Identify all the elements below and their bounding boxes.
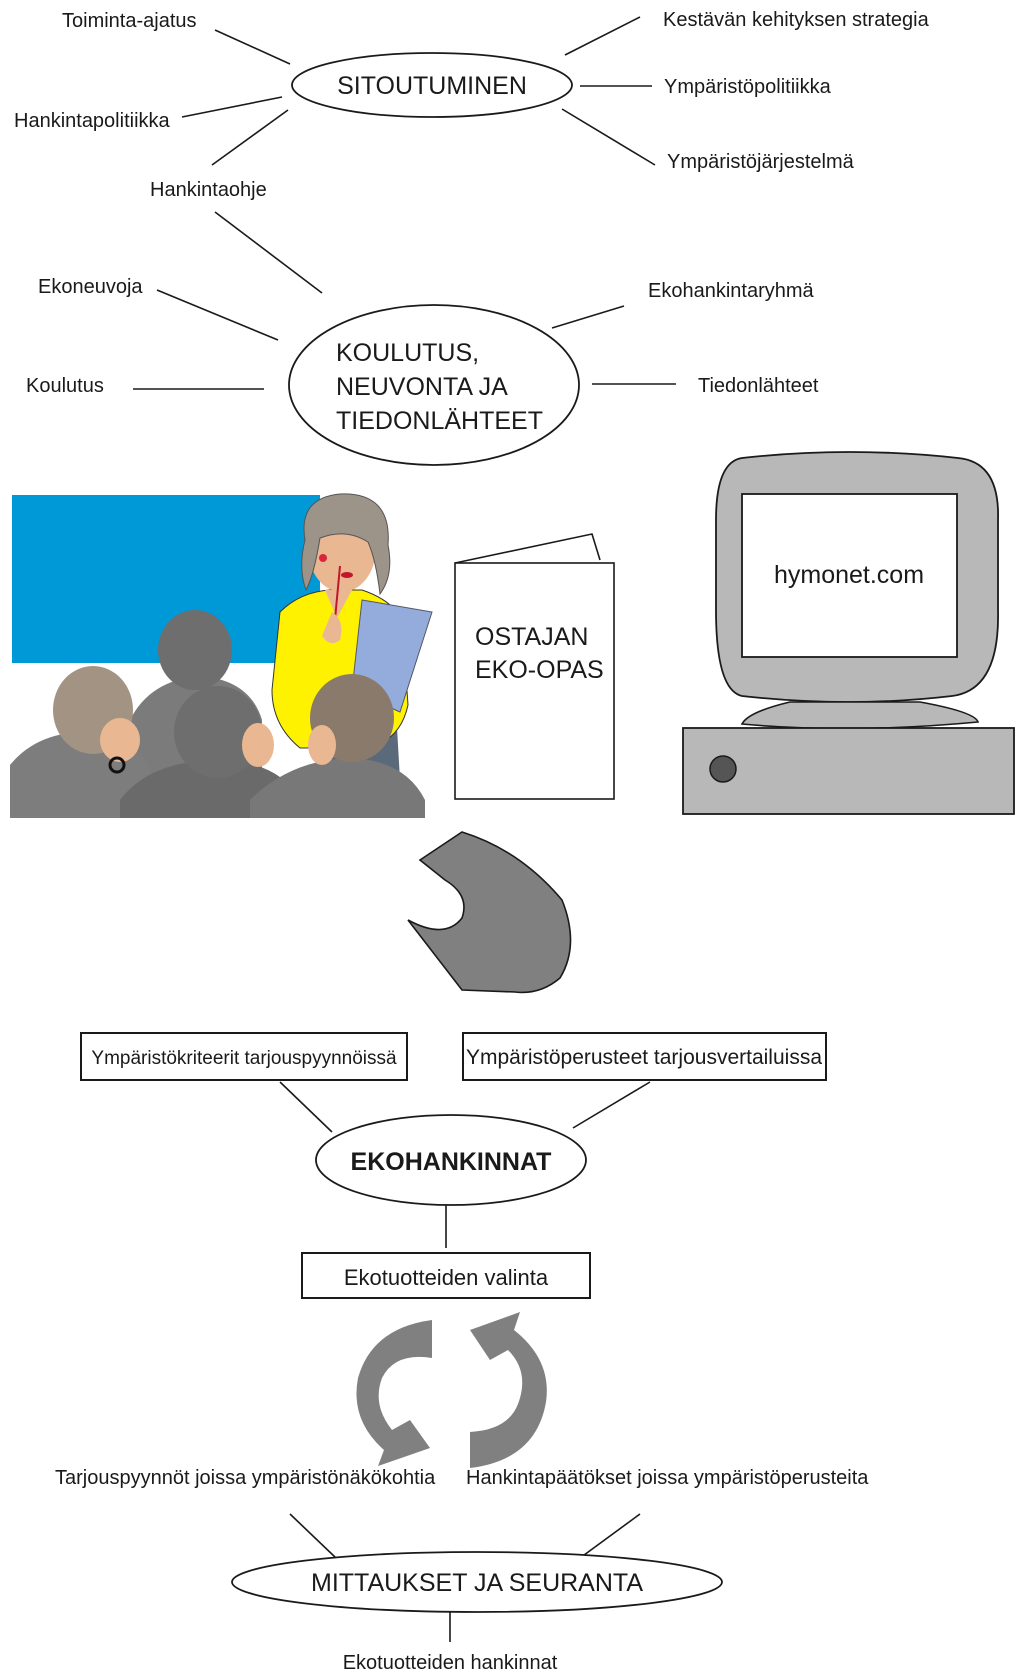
computer-case <box>682 727 1015 815</box>
training-title-line-1: KOULUTUS, <box>336 339 479 367</box>
listener-right-body <box>250 758 425 818</box>
connector-eco-advice <box>156 289 279 341</box>
teacher-earring <box>319 554 327 562</box>
commitment-title: SITOUTUMINEN <box>337 72 527 100</box>
monitor-screen <box>741 493 958 658</box>
monitoring-title: MITTAUKSET JA SEURANTA <box>311 1569 643 1597</box>
label-mission: Toiminta-ajatus <box>62 10 197 32</box>
connector-mission <box>214 29 291 65</box>
classroom-illustration <box>10 493 433 818</box>
label-eco-group: Ekohankintaryhmä <box>648 280 815 302</box>
guide-title-line-1: OSTAJAN <box>475 623 588 651</box>
comparison-box <box>462 1032 827 1081</box>
selection-box <box>301 1252 591 1299</box>
connector-eco-group <box>551 305 625 329</box>
procurement-oval <box>315 1114 587 1206</box>
eco-guide-booklet: OSTAJAN EKO-OPAS <box>454 533 615 800</box>
training-oval <box>288 304 580 466</box>
listener-back-head <box>158 610 232 690</box>
selection-box-label: Ekotuotteiden valinta <box>344 1265 549 1290</box>
teacher-lips <box>341 572 353 578</box>
connector-guideline-to-training <box>214 211 323 294</box>
training-cluster: KOULUTUS, NEUVONTA JA TIEDONLÄHTEET Ekon… <box>26 211 819 466</box>
criteria-box-label: Ympäristökriteerit tarjouspyynnöissä <box>91 1048 397 1069</box>
audience-figures <box>10 610 425 818</box>
label-requests: Tarjouspyynnöt joissa ympäristönäkökohti… <box>55 1467 436 1489</box>
training-title-line-2: NEUVONTA JA <box>336 373 508 401</box>
label-procurement-guideline: Hankintaohje <box>150 179 267 201</box>
cycle-arrow-left-icon <box>356 1320 432 1466</box>
commitment-cluster: SITOUTUMINEN Toiminta-ajatus Kestävän ke… <box>14 9 930 201</box>
booklet-cover <box>454 562 615 800</box>
label-sustainability-strategy: Kestävän kehityksen strategia <box>663 9 930 31</box>
monitoring-cluster: MITTAUKSET JA SEURANTA Ekotuotteiden han… <box>231 1513 723 1674</box>
computer-illustration: hymonet.com <box>682 451 1015 815</box>
commitment-oval <box>291 52 573 118</box>
listener-left-face <box>100 718 140 762</box>
listener-middle-head <box>174 686 262 778</box>
connector-criteria <box>279 1081 333 1133</box>
monitor-stand <box>740 701 980 730</box>
procurement-cluster: Ympäristökriteerit tarjouspyynnöissä Ymp… <box>55 1032 869 1489</box>
earring-icon <box>108 756 126 774</box>
label-eco-purchases: Ekotuotteiden hankinnat <box>343 1652 558 1674</box>
criteria-box <box>80 1032 408 1081</box>
booklet-back-page <box>454 533 601 564</box>
teacher-hand <box>322 612 342 644</box>
label-procurement-policy: Hankintapolitiikka <box>14 110 171 132</box>
label-environmental-policy: Ympäristöpolitiikka <box>664 76 832 98</box>
connector-requests <box>289 1513 337 1559</box>
comparison-box-label: Ympäristöperusteet tarjousvertailuissa <box>466 1046 822 1069</box>
teacher-hair <box>301 493 391 596</box>
teacher-neck <box>325 590 352 618</box>
label-eco-advice: Ekoneuvoja <box>38 276 143 298</box>
guide-title-line-2: EKO-OPAS <box>475 656 604 684</box>
connector-procurement-policy <box>181 96 283 118</box>
procurement-title: EKOHANKINNAT <box>351 1148 552 1176</box>
connector-comparison <box>572 1081 651 1129</box>
connector-sustainability <box>564 16 641 56</box>
label-training: Koulutus <box>26 375 104 397</box>
listener-middle-face <box>242 723 274 767</box>
power-button-icon <box>709 755 737 783</box>
label-sources: Tiedonlähteet <box>698 375 819 397</box>
training-title-line-3: TIEDONLÄHTEET <box>336 407 543 435</box>
cycle-arrow-right-icon <box>470 1312 547 1468</box>
screen-text: hymonet.com <box>774 561 924 589</box>
label-decisions: Hankintapäätökset joissa ympäristöperust… <box>466 1467 869 1489</box>
curved-arrow-icon <box>407 831 572 994</box>
listener-right-ear <box>308 725 336 765</box>
label-environmental-system: Ympäristöjärjestelmä <box>667 151 855 173</box>
connector-procurement-guideline <box>211 109 289 166</box>
connector-environmental-system <box>561 108 656 166</box>
connector-decisions <box>579 1513 641 1559</box>
monitoring-oval <box>231 1551 723 1613</box>
